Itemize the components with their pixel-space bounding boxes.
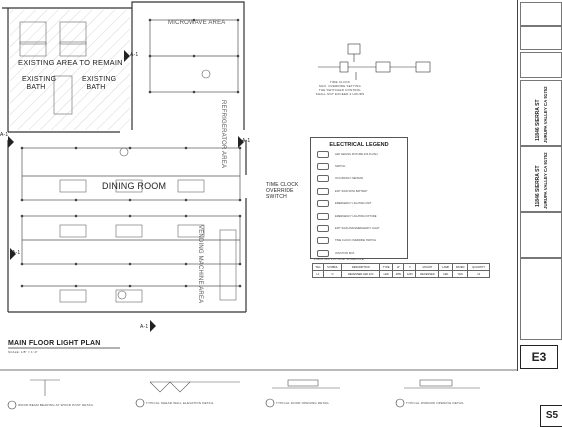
existing-area-hatch: [10, 10, 130, 130]
switch-symbol-icon: [317, 163, 329, 171]
logo-box: [520, 52, 562, 78]
firm-info-box: [520, 2, 562, 26]
bath-left-label: EXISTING BATH: [22, 76, 57, 91]
address-box: 11846 SIERRA ST JURUPA VALLEY CA 91752: [520, 80, 562, 146]
address-line: 11846 SIERRA ST: [535, 99, 541, 141]
emergency-unit-symbol-icon: [317, 200, 329, 208]
address-line: 11846 SIERRA ST: [535, 165, 541, 207]
existing-area-label: EXISTING AREA TO REMAIN: [18, 58, 123, 67]
revision-box: [520, 212, 562, 258]
section-mark: A-1: [130, 52, 139, 58]
city-line: JURUPA VALLEY CA 91752: [543, 86, 548, 143]
title-block: 11846 SIERRA ST JURUPA VALLEY CA 91752 1…: [517, 0, 562, 371]
exit-emergency-symbol-icon: [317, 225, 329, 233]
sensor-symbol-icon: [317, 175, 329, 183]
detail-label: WOOD BEAM BEARING AT WOOD POST DETAIL: [18, 403, 94, 407]
emergency-fixture-symbol-icon: [317, 212, 329, 220]
legend-item: SWITCH: [311, 160, 407, 172]
microwave-area-label: MICROWAVE AREA: [168, 20, 226, 26]
legend-item: TIME CLOCK OVERRIDE SWITCH: [311, 235, 407, 247]
section-mark: A-1: [0, 132, 9, 138]
dining-room-label: DINING ROOM: [102, 181, 167, 191]
section-mark: A-1: [140, 324, 149, 330]
signature-box: [520, 26, 562, 50]
sheet-number: E3: [520, 345, 558, 369]
bath-right-label: EXISTING BATH: [82, 76, 117, 91]
detail-label: TYPICAL SHEAR WALL ELEVATION DETAIL: [146, 401, 214, 405]
sheet-info-box: [520, 258, 562, 340]
electrical-legend: ELECTRICAL LEGEND LED CEILING FIXTURE 2X…: [310, 137, 408, 259]
city-line: JURUPA VALLEY CA 91752: [543, 152, 548, 209]
legend-item: JUNCTION BOX: [311, 247, 407, 259]
legend-item: LED CEILING FIXTURE 2X4 FLUSH: [311, 148, 407, 160]
refrigerator-area-label: REFRIGERATOR AREA: [220, 100, 226, 169]
section-mark: A-1: [12, 250, 21, 256]
vending-area-label: VENDING MACHINE AREA: [197, 225, 203, 304]
junction-box-symbol-icon: [317, 249, 329, 257]
time-clock-note: TIME CLOCK OVERRIDE SWITCH: [266, 182, 299, 200]
exit-sign-symbol-icon: [317, 187, 329, 195]
detail-label: TYPICAL WINDOW OPENING DETAIL: [406, 401, 464, 405]
legend-title: ELECTRICAL LEGEND: [329, 142, 389, 148]
legend-item: EXIT SIGN AND EMERGENCY LIGHT: [311, 222, 407, 234]
schedule-title: LIGHTING FIXTURE SCHEDULE: [314, 257, 365, 261]
legend-item: EMERGENCY LIGHTING FIXTURE: [311, 210, 407, 222]
diagram-note: TIME CLOCK MAX. OVERRIDE SETTING THE SWI…: [315, 80, 365, 96]
plan-scale: SCALE: 1/8" = 1'-0": [8, 350, 38, 354]
legend-item: EXIT SIGN WITH BATTERY: [311, 185, 407, 197]
legend-item: OCCUPANCY SENSOR: [311, 173, 407, 185]
next-sheet-number: S5: [540, 405, 562, 427]
section-mark: A-1: [242, 138, 251, 144]
detail-label: TYPICAL DOOR OPENING DETAIL: [276, 401, 330, 405]
legend-item: EMERGENCY LIGHTING UNIT: [311, 198, 407, 210]
time-clock-symbol-icon: [317, 237, 329, 245]
address-box-2: 11846 SIERRA ST JURUPA VALLEY CA 91752: [520, 146, 562, 212]
fixture-symbol-icon: [317, 150, 329, 158]
plan-title: MAIN FLOOR LIGHT PLAN: [8, 340, 101, 347]
